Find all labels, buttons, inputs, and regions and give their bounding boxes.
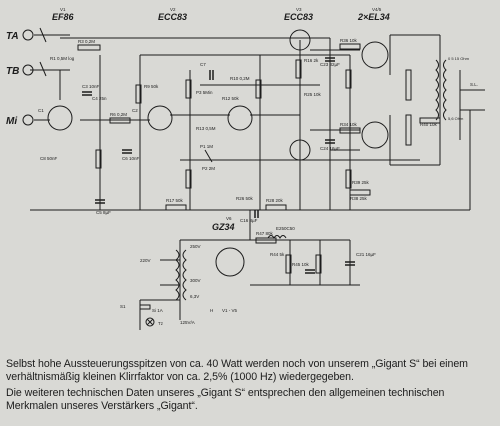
tube-v1-type: EF86 bbox=[52, 12, 75, 22]
label-r13: R13 0,5M bbox=[196, 126, 216, 131]
input-ta-label: TA bbox=[6, 31, 19, 42]
caption-text: Selbst hohe Aussteuerungsspitzen von ca.… bbox=[6, 358, 496, 416]
label-r28: R28 20k bbox=[266, 198, 284, 203]
label-c24: C24 16µF bbox=[320, 146, 340, 151]
label-r26: R26 50k bbox=[236, 196, 254, 201]
tube-v6-type: GZ34 bbox=[212, 222, 235, 232]
label-heater: H bbox=[210, 308, 213, 313]
label-c4: C4 25n bbox=[92, 96, 107, 101]
label-r34: R34 10k bbox=[340, 122, 358, 127]
label-fuse: Si 1A bbox=[152, 308, 163, 313]
label-c1: C1 bbox=[38, 108, 44, 113]
label-r45: R45 10k bbox=[292, 262, 310, 267]
input-tb-label: TB bbox=[6, 66, 19, 77]
label-r3: R3 0,2M bbox=[78, 39, 95, 44]
label-output-taps: 0 5 15 Ohm bbox=[448, 56, 470, 61]
label-r1: R1 0,5M log bbox=[50, 56, 75, 61]
caption-paragraph-2: Die weiteren technischen Daten unseres „… bbox=[6, 387, 445, 412]
label-c2: C2 bbox=[132, 108, 138, 113]
label-mains: 220V bbox=[140, 258, 151, 263]
label-r39: R39 25k bbox=[352, 180, 370, 185]
label-c23: C23 32µF bbox=[320, 62, 340, 67]
label-c5: C5 8µF bbox=[96, 210, 111, 215]
tube-v6-ref: V6 bbox=[226, 216, 232, 221]
amplifier-schematic: EF86 V1 ECC83 V2 ECC83 V3 2×EL34 V4/5 GZ… bbox=[6, 7, 485, 330]
label-r25: R25 10k bbox=[304, 92, 322, 97]
label-p1: P1 1M bbox=[200, 144, 213, 149]
label-r6: R6 0,2M bbox=[110, 112, 127, 117]
label-v250: 250V bbox=[190, 244, 201, 249]
label-r44: R44 5k bbox=[270, 252, 285, 257]
label-c3: C3 10nF bbox=[82, 84, 100, 89]
label-p3: P3 5Min bbox=[196, 90, 213, 95]
label-power: 125V/A bbox=[180, 320, 195, 325]
label-p2: P2 2M bbox=[202, 166, 215, 171]
label-r38: R38 25k bbox=[350, 196, 368, 201]
label-r36: R36 10k bbox=[340, 38, 358, 43]
caption-paragraph-1: Selbst hohe Aussteuerungsspitzen von ca.… bbox=[6, 358, 468, 383]
label-r40: R40 10k bbox=[420, 122, 438, 127]
label-c6: C6 10nF bbox=[122, 156, 140, 161]
label-c8: C8 50nF bbox=[40, 156, 58, 161]
label-lamp: Tz bbox=[158, 321, 164, 326]
tube-v3-ref: V3 bbox=[296, 7, 302, 12]
label-c7: C7 bbox=[200, 62, 206, 67]
label-impedance: 5,6 Ohm bbox=[448, 116, 464, 121]
label-r12: R12 50k bbox=[222, 96, 240, 101]
tube-v4v5-ref: V4/5 bbox=[372, 7, 382, 12]
label-r9: R9 50k bbox=[144, 84, 159, 89]
tube-v4v5-type: 2×EL34 bbox=[357, 12, 390, 22]
label-speaker: S.L. bbox=[470, 82, 478, 87]
label-r16: R16 2k bbox=[304, 58, 319, 63]
label-v63: 6,3V bbox=[190, 294, 199, 299]
input-mi-label: Mi bbox=[6, 116, 17, 127]
label-s1: S1 bbox=[120, 304, 126, 309]
tube-v3-type: ECC83 bbox=[284, 12, 313, 22]
label-heater-tubes: V1 - V5 bbox=[222, 308, 238, 313]
label-rectifier-cap: E250C50 bbox=[276, 226, 295, 231]
label-c16: C16 8µF bbox=[240, 218, 258, 223]
label-r17: R17 50k bbox=[166, 198, 184, 203]
tube-v2-type: ECC83 bbox=[158, 12, 187, 22]
label-r47: R47 80k bbox=[256, 231, 274, 236]
label-r10: R10 0,2M bbox=[230, 76, 250, 81]
tube-v1-ref: V1 bbox=[60, 7, 66, 12]
label-c21: C21 16µF bbox=[356, 252, 376, 257]
tube-v2-ref: V2 bbox=[170, 7, 176, 12]
label-v300: 300V bbox=[190, 278, 201, 283]
